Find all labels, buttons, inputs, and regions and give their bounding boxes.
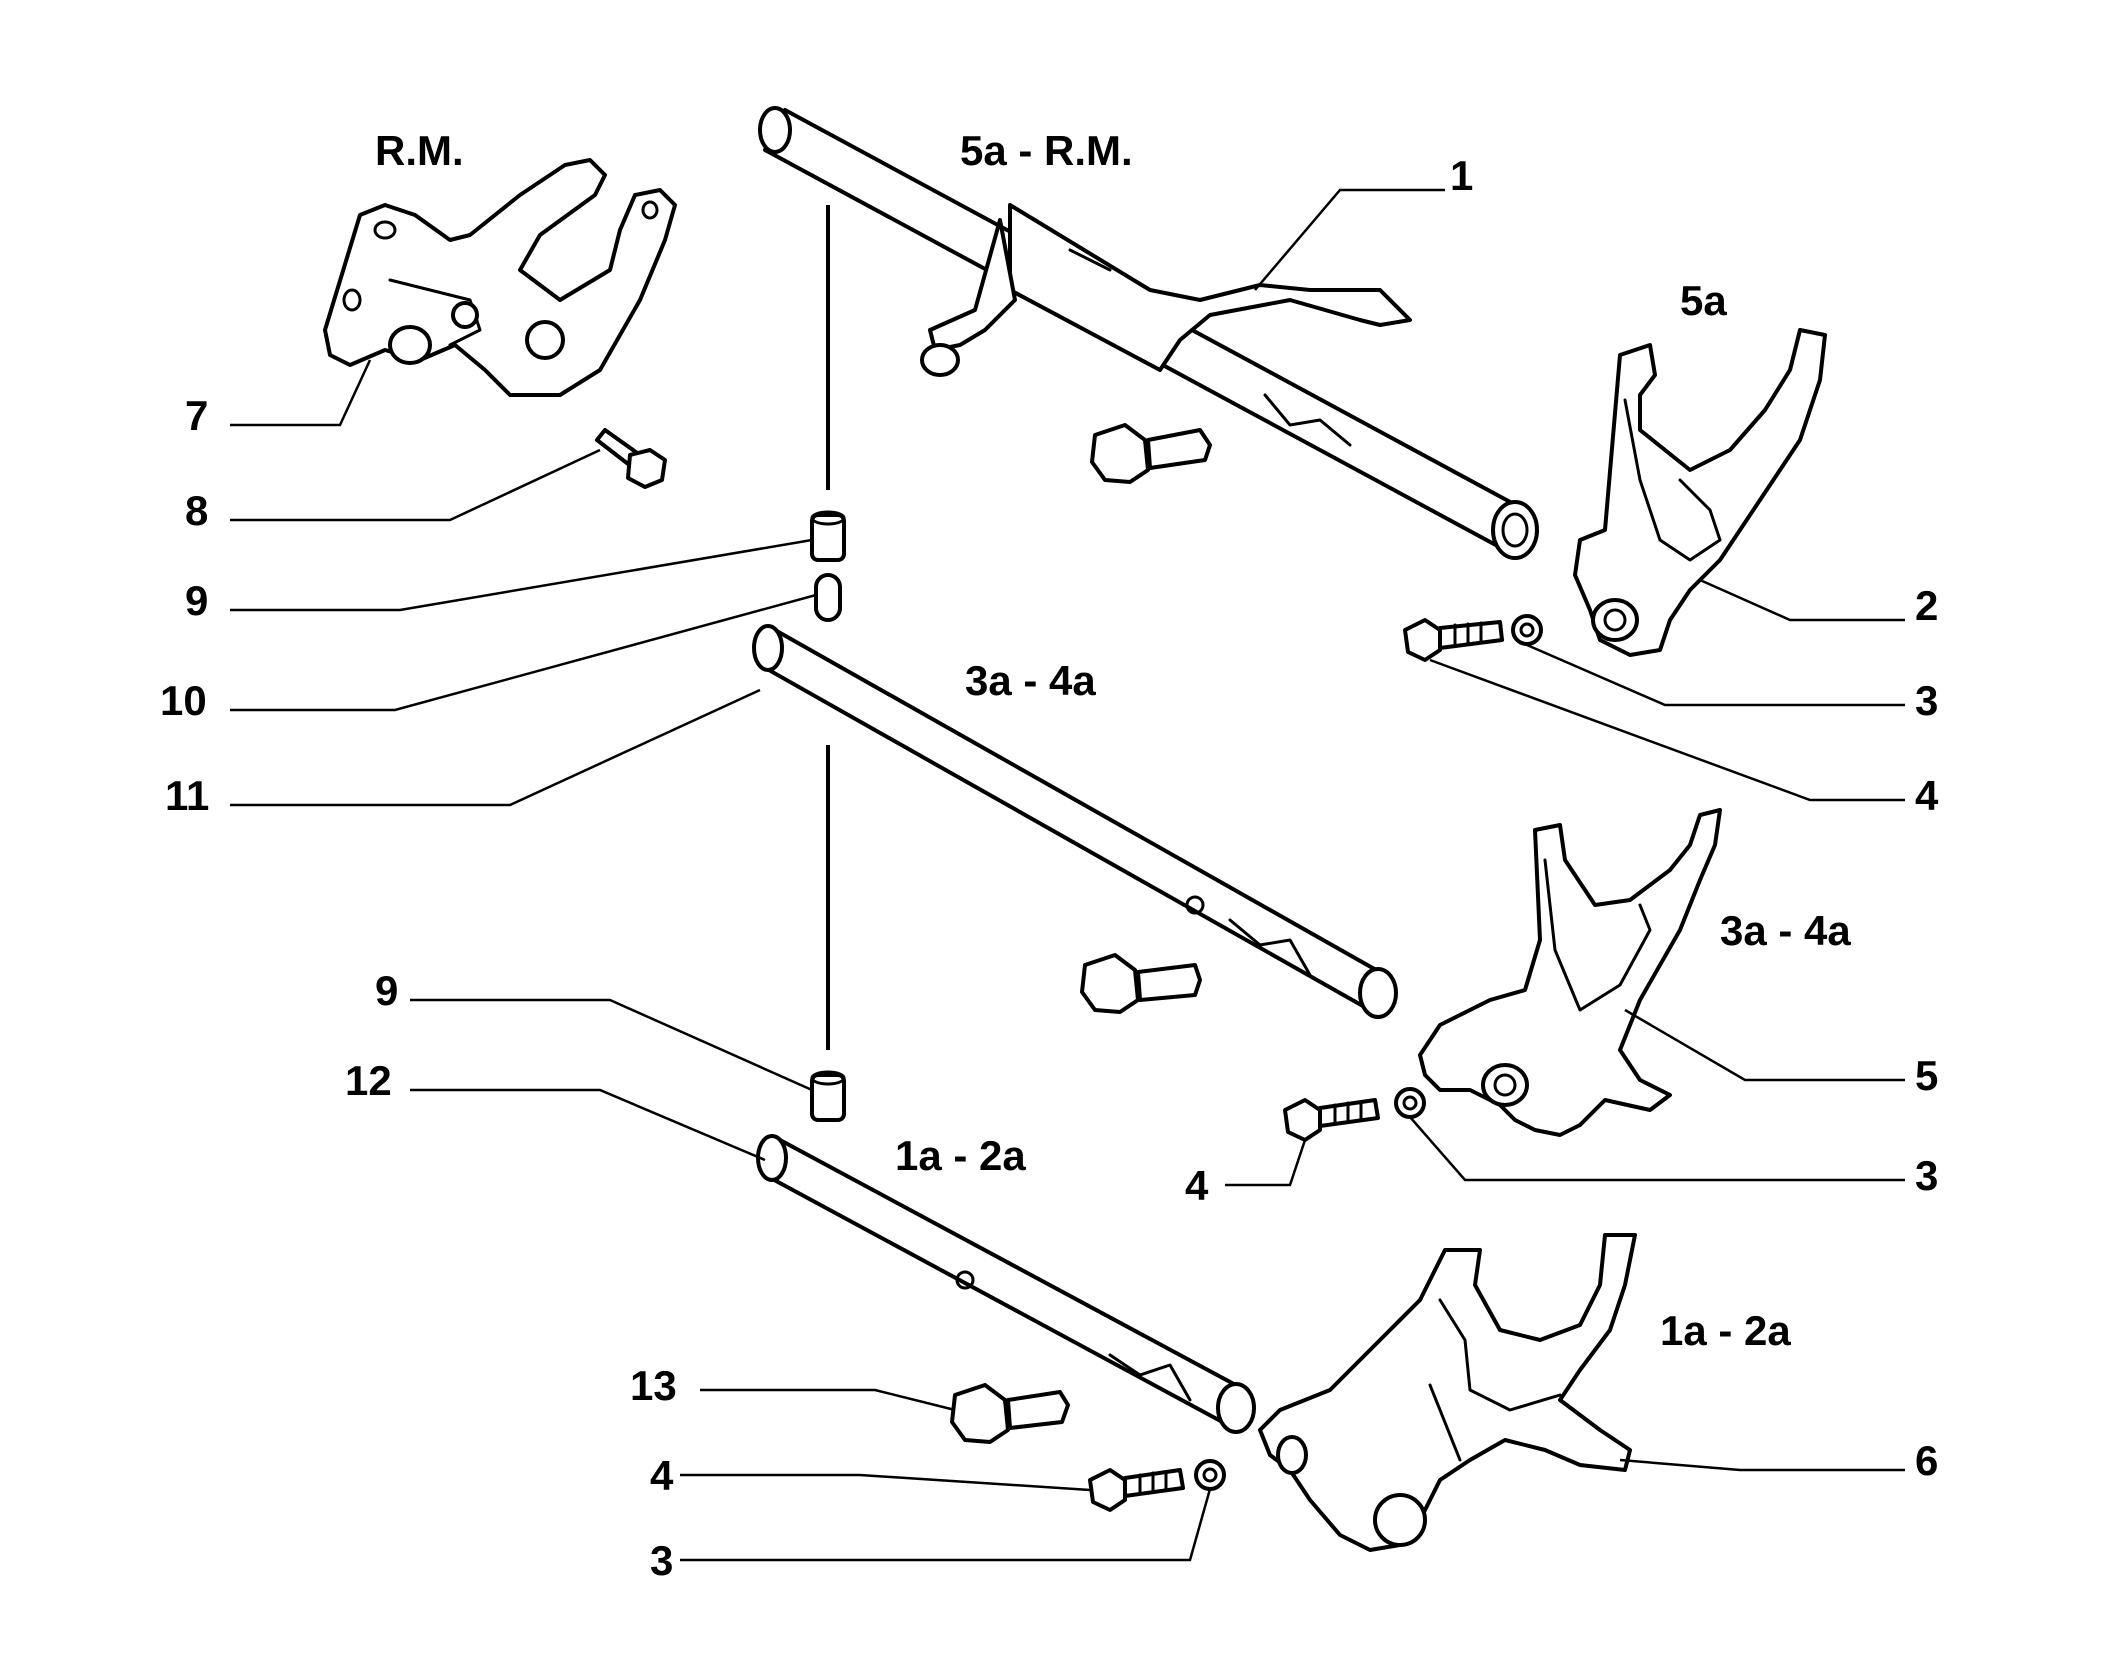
pin-part-9-lower xyxy=(810,1070,846,1122)
title-rm: R.M. xyxy=(375,127,464,174)
title-rod-3a-4a: 3a - 4a xyxy=(965,657,1096,704)
callout-3-upper: 3 xyxy=(1915,677,1938,724)
title-fork-1a-2a: 1a - 2a xyxy=(1660,1307,1791,1354)
detent-plunger-middle xyxy=(1080,953,1202,1014)
shift-fork-5a xyxy=(1573,328,1827,657)
callout-12: 12 xyxy=(345,1057,392,1104)
bolt-part-8 xyxy=(595,428,667,489)
callout-1: 1 xyxy=(1450,152,1473,199)
washer-part-3-middle xyxy=(1394,1087,1426,1119)
bolt-part-4-lower xyxy=(1088,1468,1185,1512)
callout-4-middle: 4 xyxy=(1185,1162,1209,1209)
selector-rod-1a-2a xyxy=(756,1134,1256,1434)
callout-11: 11 xyxy=(165,772,209,819)
title-fork-5a: 5a xyxy=(1680,277,1727,324)
bolt-part-4-middle xyxy=(1283,1098,1380,1142)
callout-5: 5 xyxy=(1915,1052,1938,1099)
callout-8: 8 xyxy=(185,487,208,534)
pin-part-10 xyxy=(814,573,842,622)
callout-4-upper: 4 xyxy=(1915,772,1939,819)
shift-fork-1a-2a xyxy=(1258,1233,1637,1552)
callout-3-middle: 3 xyxy=(1915,1152,1938,1199)
washer-part-3-upper xyxy=(1511,614,1543,646)
bolt-part-4-upper xyxy=(1403,618,1504,662)
callout-9-upper: 9 xyxy=(185,577,208,624)
callout-3-lower: 3 xyxy=(650,1537,673,1584)
callout-7: 7 xyxy=(185,392,208,439)
selector-rod-5a-rm xyxy=(758,106,1539,560)
callout-13: 13 xyxy=(630,1362,677,1409)
washer-part-3-lower xyxy=(1194,1459,1226,1491)
callout-10: 10 xyxy=(160,677,207,724)
callout-6: 6 xyxy=(1915,1437,1938,1484)
title-rod-5a-rm: 5a - R.M. xyxy=(960,127,1133,174)
detent-plunger-upper xyxy=(1090,423,1212,484)
title-fork-3a-4a: 3a - 4a xyxy=(1720,907,1851,954)
shift-fork-3a-4a xyxy=(1418,808,1722,1137)
title-rod-1a-2a: 1a - 2a xyxy=(895,1132,1026,1179)
pin-part-9-upper xyxy=(810,510,846,562)
leader-lines xyxy=(230,188,1905,1562)
callout-4-lower: 4 xyxy=(650,1452,674,1499)
callout-9-lower: 9 xyxy=(375,967,398,1014)
reverse-lever-part xyxy=(323,158,677,397)
callout-2: 2 xyxy=(1915,582,1938,629)
selector-rod-3a-4a xyxy=(752,624,1398,1019)
detent-plunger-part-13 xyxy=(950,1383,1070,1444)
